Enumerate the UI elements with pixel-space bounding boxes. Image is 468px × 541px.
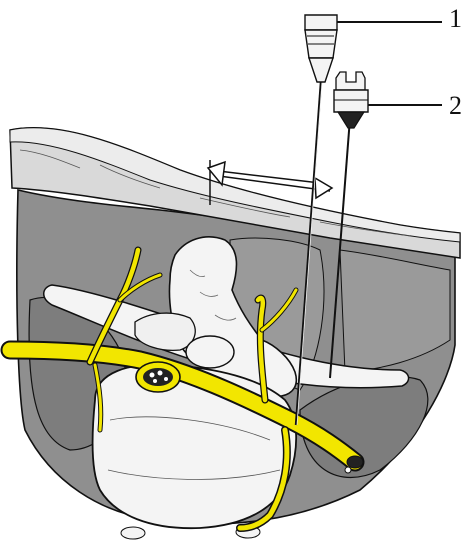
callout-label-1: 1 [449,6,462,32]
spinal-canal [136,362,180,392]
needle-hub-icon [305,15,337,82]
callout-label-2: 2 [449,93,462,119]
catheter-hub-icon [334,72,368,128]
